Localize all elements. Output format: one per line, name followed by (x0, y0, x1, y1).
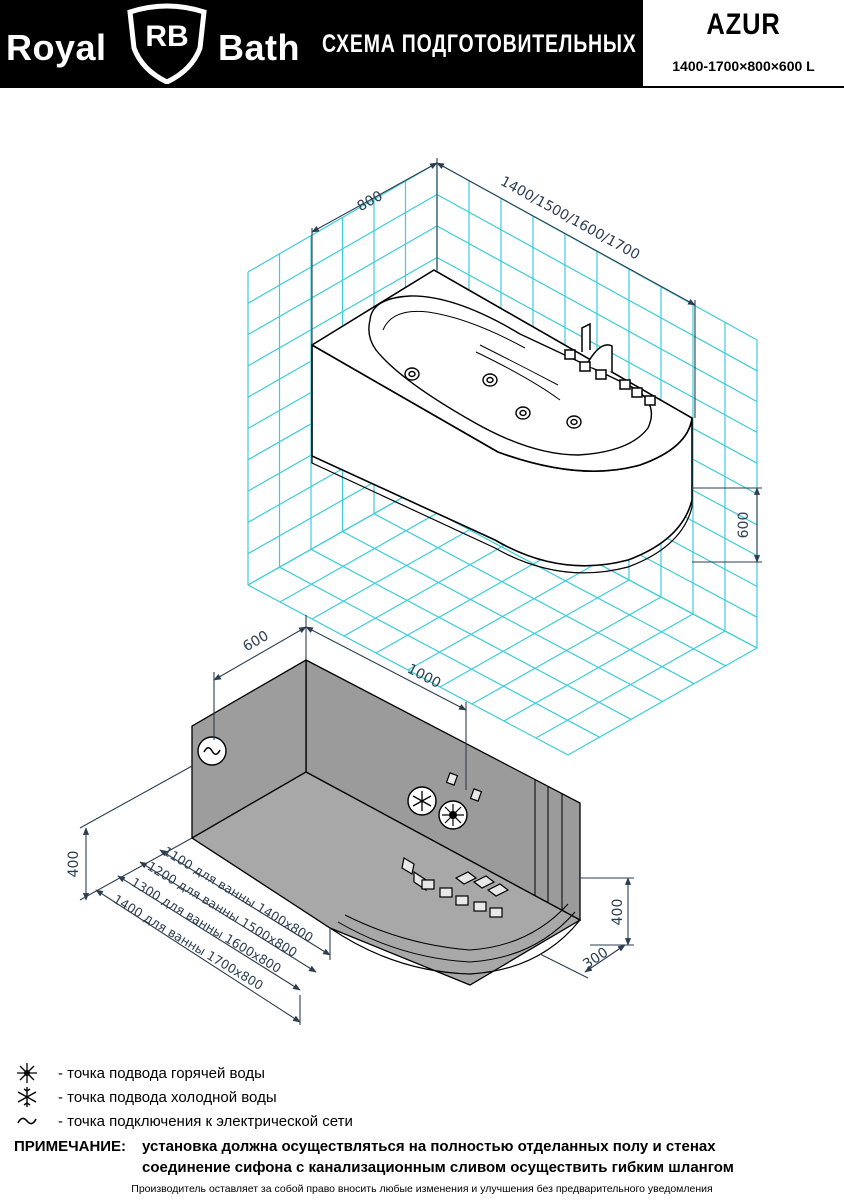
note-line-2: соединение сифона с канализационным слив… (142, 1159, 734, 1176)
brand-name-left: Royal (6, 27, 107, 68)
installation-drawing: 800 1400/1500/1600/1700 600 (66, 158, 762, 1025)
dim-top-depth: 800 (354, 188, 385, 215)
dim-bottom-width: 1000 (404, 661, 443, 692)
legend-hot-water: - точка подвода горячей воды (16, 1062, 516, 1084)
brand-name-right: Bath (218, 27, 300, 68)
bathtub (310, 269, 693, 574)
hot-water-icon (17, 1063, 37, 1083)
brand-monogram: RB (145, 20, 188, 53)
cold-water-icon (407, 786, 437, 816)
wall-scheme (190, 658, 582, 986)
dim-bottom-right-width: 300 (580, 945, 611, 973)
dim-bottom-right-height: 400 (610, 899, 626, 926)
hydromassage-jets (404, 367, 582, 429)
legend-cold-water-text: - точка подвода холодной воды (58, 1089, 277, 1106)
footer-disclaimer: Производитель оставляет за собой право в… (131, 1183, 713, 1195)
note-label: ПРИМЕЧАНИЕ: (14, 1138, 127, 1155)
header: Royal RB Bath СХЕМА ПОДГОТОВИТЕЛЬНЫХ РАБ… (0, 0, 844, 88)
bottom-dimensions (79, 615, 634, 1025)
faucet (564, 322, 656, 406)
header-rule (0, 86, 844, 88)
dim-bottom-depth: 600 (240, 628, 271, 655)
dim-top-height: 600 (736, 512, 752, 539)
note-line-1: установка должна осуществляться на полно… (142, 1138, 716, 1155)
hot-water-icon (438, 800, 468, 830)
model-dimensions: 1400-1700×800×600 L (672, 58, 815, 74)
header-black-bar: Royal RB Bath СХЕМА ПОДГОТОВИТЕЛЬНЫХ РАБ… (0, 0, 712, 86)
electric-outlet-icon (17, 1117, 37, 1125)
model-name: AZUR (706, 8, 781, 41)
legend-electric: - точка подключения к электрической сети (16, 1110, 516, 1132)
cold-water-icon (17, 1087, 37, 1107)
dim-bottom-left-height: 400 (66, 851, 82, 878)
dim-top-length: 1400/1500/1600/1700 (498, 174, 643, 264)
legend-hot-water-text: - точка подвода горячей воды (58, 1065, 265, 1082)
model-box: AZUR 1400-1700×800×600 L (641, 0, 844, 86)
electric-outlet-icon (197, 736, 227, 766)
legend-cold-water: - точка подвода холодной воды (16, 1086, 516, 1108)
top-dimensions (311, 158, 762, 563)
legend-electric-text: - точка подключения к электрической сети (58, 1113, 353, 1130)
royal-bath-shield-logo: RB (127, 3, 207, 84)
